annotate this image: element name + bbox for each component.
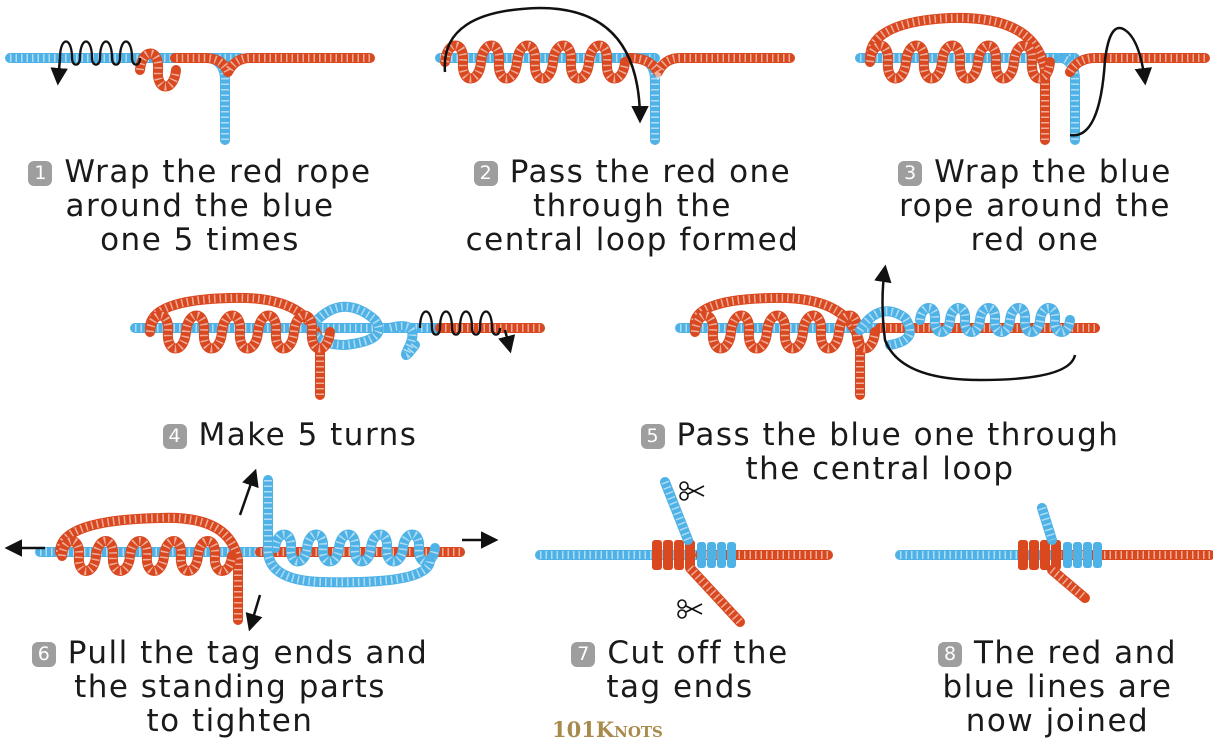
step-3-line-2: rope around the — [899, 188, 1171, 224]
p2-arrow — [443, 6, 649, 124]
p7-red-turn — [663, 540, 673, 570]
p3-red-standing — [1065, 53, 1210, 77]
step-8-line-3: now joined — [965, 703, 1150, 739]
step-2-line-2: through the — [532, 188, 733, 224]
p8-blue-turn — [1063, 542, 1072, 568]
step-1-caption: 1 Wrap the red rope around the blue one 5… — [10, 155, 390, 257]
step-1-line-3: one 5 times — [100, 222, 300, 258]
step-6-line-2: the standing parts — [74, 669, 386, 705]
p6-red-loop — [55, 512, 243, 625]
step-5-badge: 5 — [640, 424, 665, 449]
step-8-line-1: The red and — [974, 635, 1177, 671]
p1-wrap-guide — [58, 40, 142, 66]
p1-red-coil — [135, 48, 181, 92]
p6-blue-coil — [270, 529, 440, 567]
p8-red-turn — [1051, 540, 1061, 570]
p7-blue-turn — [707, 542, 716, 568]
step-5-line-2: the central loop — [745, 451, 1015, 487]
step-7-line-1: Cut off the — [607, 635, 789, 671]
brand-logo: 101KNOTS — [552, 717, 663, 742]
p8-blue-turn — [1093, 542, 1102, 568]
step-8-line-2: blue lines are — [942, 669, 1173, 705]
step-3-line-3: red one — [970, 222, 1100, 258]
step-8-badge: 8 — [938, 642, 962, 667]
step-2-line-3: central loop formed — [465, 222, 800, 258]
step-6-line-3: to tighten — [146, 703, 314, 739]
p7-scissors-top — [679, 481, 705, 501]
p6-arrow-down — [245, 594, 263, 632]
step-8-caption: 8 The red and blue lines are now joined — [905, 636, 1210, 738]
step-7-caption: 7 Cut off the tag ends — [545, 636, 815, 704]
p6-arrow-up — [238, 468, 259, 516]
p1-red-standing — [170, 53, 375, 82]
p3-arrow — [1069, 26, 1153, 137]
step-5-caption: 5 Pass the blue one through the central l… — [600, 418, 1160, 486]
p8-red-tag — [1047, 565, 1090, 603]
step-1-line-1: Wrap the red rope — [64, 154, 372, 190]
step-4-line-1: Make 5 turns — [198, 417, 418, 453]
p7-red-turn — [652, 540, 662, 570]
p7-red-turn — [674, 540, 684, 570]
step-6-line-1: Pull the tag ends and — [67, 635, 429, 671]
p6-blue-loop — [263, 475, 435, 588]
step-6-caption: 6 Pull the tag ends and the standing part… — [5, 636, 455, 738]
p2-red-standing — [625, 53, 795, 81]
step-2-badge: 2 — [473, 161, 498, 186]
step-7-line-2: tag ends — [606, 669, 754, 705]
logo-prefix: 101 — [552, 717, 596, 742]
p8-blue-turn — [1073, 542, 1082, 568]
step-1-badge: 1 — [28, 161, 53, 186]
p6-red-coil — [57, 536, 237, 576]
p4-blue-turn — [385, 321, 420, 360]
p5-blue-coil — [915, 303, 1075, 337]
p8-red-turn — [1029, 540, 1039, 570]
p7-scissors-bottom — [677, 599, 703, 619]
p3-red-coil — [865, 40, 1055, 84]
p8-red-turn — [1018, 540, 1028, 570]
p1-arrow — [50, 57, 68, 86]
step-3-line-1: Wrap the blue — [934, 154, 1172, 190]
step-2-line-1: Pass the red one — [509, 154, 792, 190]
p7-blue-turn — [717, 542, 726, 568]
p8-red-turn — [1040, 540, 1050, 570]
p7-blue-tag — [660, 477, 693, 545]
p5-red-coil — [690, 310, 880, 354]
p8-blue-turn — [1083, 542, 1092, 568]
step-3-badge: 3 — [898, 161, 923, 186]
step-4-badge: 4 — [162, 424, 187, 449]
step-4-caption: 4 Make 5 turns — [130, 418, 450, 452]
p4-arrow — [498, 329, 516, 354]
p5-arrow — [874, 264, 1077, 382]
step-5-line-1: Pass the blue one through — [676, 417, 1120, 453]
logo-letter: K — [595, 717, 615, 742]
step-1-line-2: around the blue — [65, 188, 335, 224]
p7-blue-turn — [727, 542, 736, 568]
p7-red-tag — [685, 563, 745, 627]
p4-red-coil — [145, 310, 335, 354]
p7-red-turn — [685, 540, 695, 570]
logo-rest: NOTS — [614, 723, 663, 741]
p7-blue-turn — [697, 542, 706, 568]
step-2-caption: 2 Pass the red one through the central lo… — [425, 155, 840, 257]
p5-blue-loop — [855, 306, 915, 350]
step-6-badge: 6 — [31, 642, 56, 667]
p4-turn-guide — [418, 310, 502, 336]
p8-blue-tag — [1037, 503, 1057, 545]
p3-red-loop — [865, 12, 1050, 145]
step-7-badge: 7 — [571, 642, 596, 667]
p2-red-coil — [440, 40, 630, 84]
step-3-caption: 3 Wrap the blue rope around the red one — [860, 155, 1210, 257]
